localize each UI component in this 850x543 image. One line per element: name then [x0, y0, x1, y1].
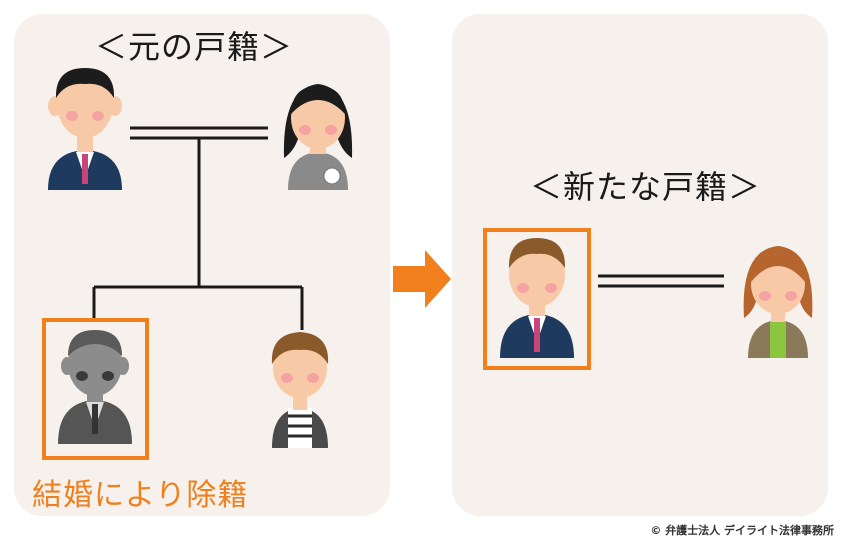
man-in-suit-icon: [500, 238, 574, 358]
man-in-suit-icon: [48, 68, 122, 190]
copyright-notice: © 弁護士法人 デイライト法律事務所: [650, 524, 834, 537]
marriage-line-left: [130, 126, 268, 140]
arrow-right-icon: [393, 250, 451, 308]
boy-icon: [271, 332, 329, 448]
marriage-line-right: [598, 274, 724, 288]
removed-member-frame: [42, 318, 149, 460]
new-register-title: ＜新たな戸籍＞: [530, 168, 762, 206]
husband-frame: [483, 228, 591, 370]
parent-child-connector: [92, 138, 304, 330]
woman-icon: [283, 84, 353, 190]
original-register-title: ＜元の戸籍＞: [95, 28, 294, 66]
greyed-man-icon: [58, 330, 132, 444]
removal-caption: 結婚により除籍: [32, 478, 249, 513]
woman-icon: [743, 246, 813, 358]
